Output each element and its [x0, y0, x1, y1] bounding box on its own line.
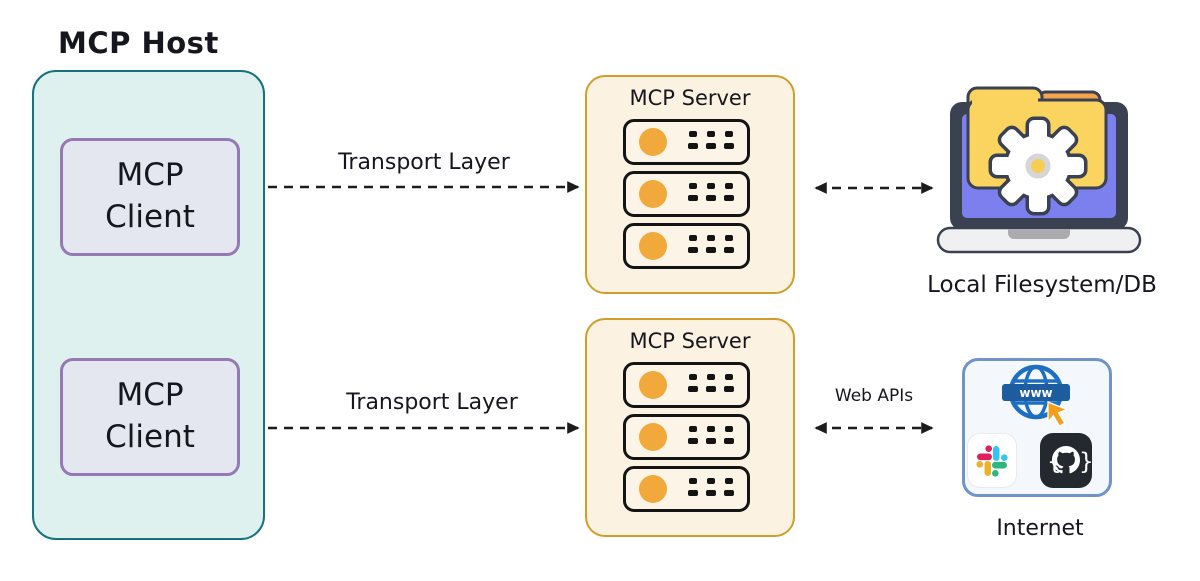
- rack-vents: [688, 478, 734, 496]
- local-filesystem-label: Local Filesystem/DB: [927, 272, 1157, 298]
- rack-vents: [688, 183, 734, 201]
- transport-layer-label-2: Transport Layer: [346, 390, 518, 415]
- server-rack-icon: [623, 223, 750, 269]
- rack-led: [639, 232, 667, 260]
- globe-www-icon: www: [1002, 364, 1070, 428]
- server-rack-icon: [623, 466, 750, 512]
- mcp-server-title: MCP Server: [629, 86, 751, 110]
- transport-layer-label-1: Transport Layer: [338, 150, 510, 175]
- host-title: MCP Host: [58, 26, 219, 60]
- rack-led: [639, 423, 667, 451]
- mcp-client-label: MCP Client: [105, 157, 195, 235]
- rack-vents: [688, 426, 734, 444]
- rack-led: [639, 180, 667, 208]
- server-rack-icon: [623, 414, 750, 460]
- mcp-server-box-2: MCP Server: [585, 318, 795, 537]
- svg-text:}: }: [1079, 449, 1092, 475]
- server-rack-icon: [623, 119, 750, 165]
- rack-vents: [688, 374, 734, 392]
- mcp-server-title: MCP Server: [629, 329, 751, 353]
- mcp-server-box-1: MCP Server: [585, 75, 795, 294]
- web-apis-label: Web APIs: [834, 386, 914, 406]
- laptop-folder-gear-icon: [936, 86, 1142, 254]
- rack-led: [639, 128, 667, 156]
- internet-label: Internet: [996, 516, 1084, 541]
- globe-banner-text: www: [1019, 386, 1052, 400]
- rack-vents: [688, 235, 734, 253]
- mcp-client-label: MCP Client: [105, 377, 195, 455]
- mcp-client-box-2: MCP Client: [60, 358, 240, 476]
- github-icon: { }: [1040, 433, 1092, 488]
- slack-icon: [968, 434, 1016, 487]
- rack-led: [639, 371, 667, 399]
- rack-vents: [688, 131, 734, 149]
- mcp-client-box-1: MCP Client: [60, 138, 240, 256]
- server-rack-icon: [623, 171, 750, 217]
- server-rack-icon: [623, 362, 750, 408]
- rack-led: [639, 475, 667, 503]
